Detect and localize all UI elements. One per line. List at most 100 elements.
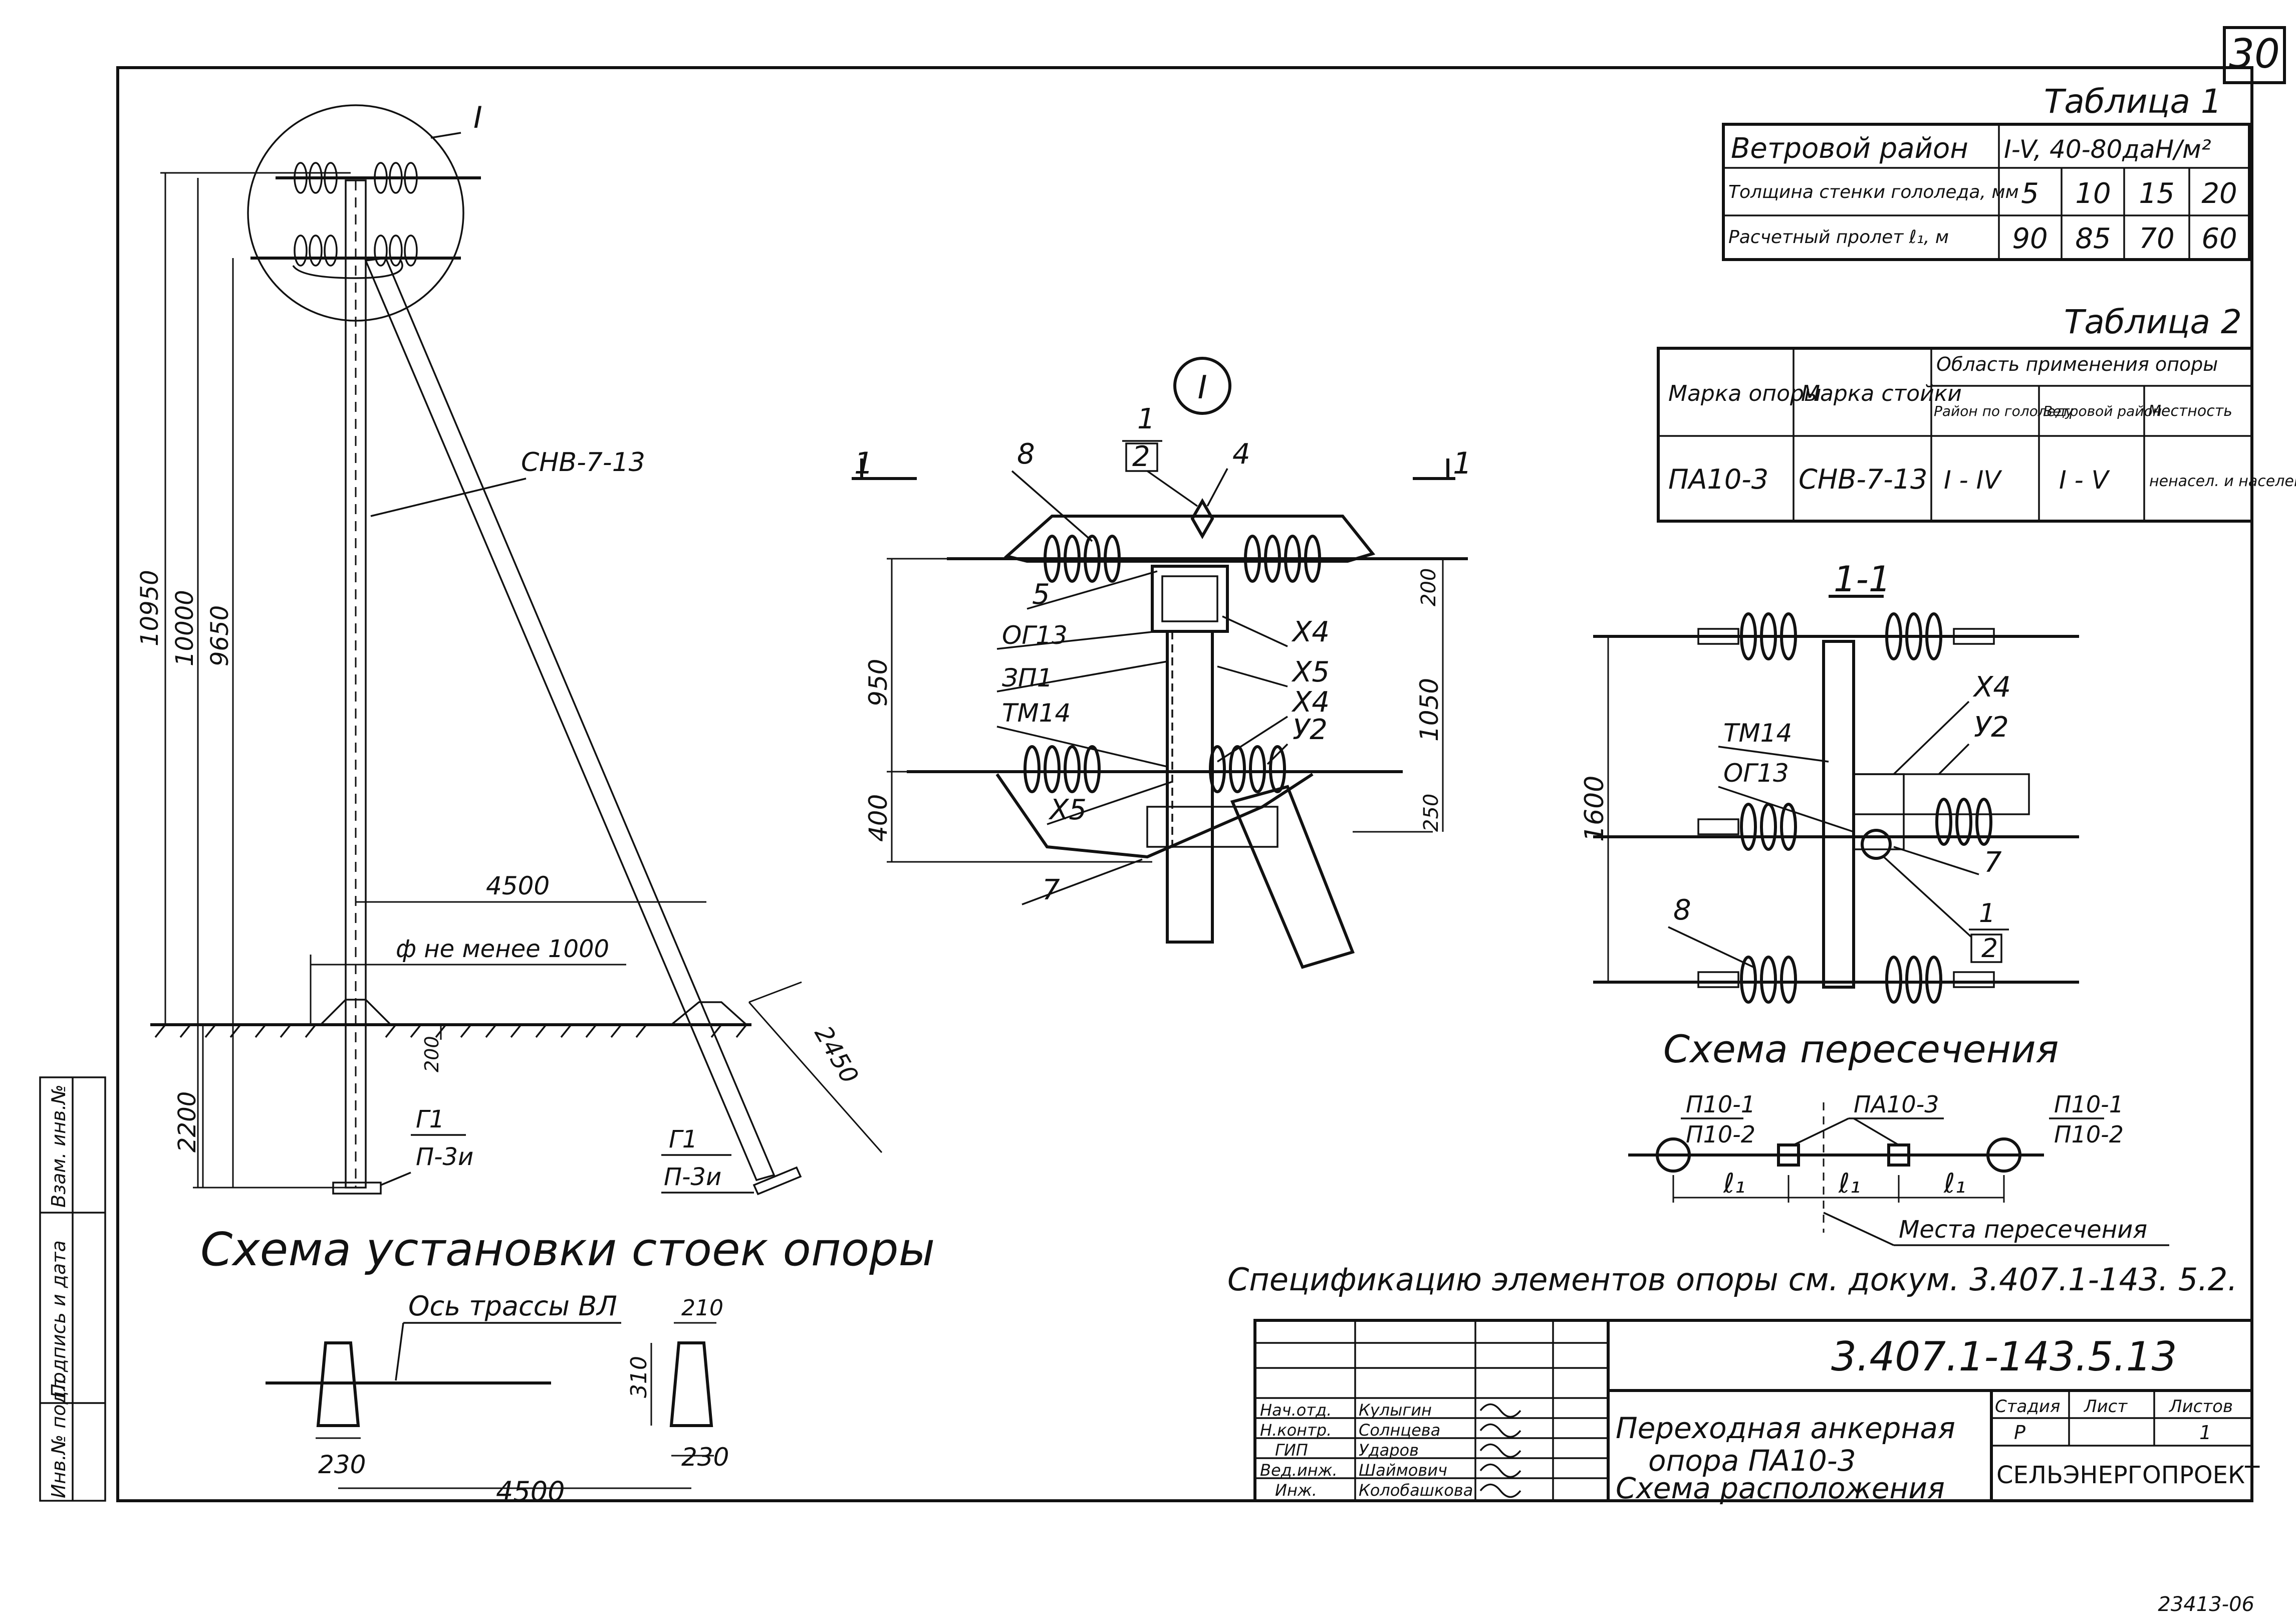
stamp-vzam: Взам. инв.№ <box>48 1084 70 1208</box>
role-2: ГИП <box>1275 1441 1308 1460</box>
detail-dim-400: 400 <box>864 794 893 842</box>
signatures <box>1479 1403 1521 1498</box>
detail-label-8: 8 <box>1017 438 1035 471</box>
section-label-x4: Х4 <box>1972 671 2011 704</box>
insulator-string-top <box>294 162 418 194</box>
stage-header-0: Стадия <box>1995 1397 2060 1417</box>
detail-label-7: 7 <box>1042 874 1060 906</box>
insulators-bottom <box>1024 745 1286 793</box>
table-1-row-2-v1: 85 <box>2075 222 2111 255</box>
detail-I-title: I <box>1198 369 1207 406</box>
detail-label-4: 4 <box>1232 438 1250 471</box>
detail-label-u2: У2 <box>1293 714 1328 746</box>
section-label-7: 7 <box>1984 846 2002 879</box>
section-insulators-bottom <box>1697 956 1995 1004</box>
dim-10950: 10950 <box>136 570 164 646</box>
dim-10000: 10000 <box>171 590 199 666</box>
insulators-top <box>1044 498 1321 583</box>
section-mark-left: 1 <box>854 446 873 481</box>
stage-header-2: Листов <box>2168 1397 2233 1417</box>
detail-I-callout <box>1173 357 1231 415</box>
crossing-label-p10-2-left: П10-2 <box>1686 1121 1755 1148</box>
table-2-header-2: Область применения опоры <box>1936 353 2218 375</box>
foot-label-g1-right: Г1 <box>669 1125 697 1153</box>
table-1-row-2-label: Расчетный пролет ℓ₁, м <box>1728 227 1949 248</box>
name-1: Солнцева <box>1359 1421 1440 1440</box>
section-label-8: 8 <box>1673 894 1691 927</box>
stamp-inv-podl: Инв.№ подл. <box>48 1373 70 1498</box>
plan-dim-310: 310 <box>626 1356 652 1398</box>
crossing-label-p10-1-right: П10-1 <box>2054 1091 2124 1118</box>
dim-200-ground: 200 <box>421 1036 443 1072</box>
crossing-label-p10-2-right: П10-2 <box>2054 1121 2124 1148</box>
name-2: Ударов <box>1359 1441 1419 1460</box>
detail-dim-200: 200 <box>1417 568 1440 606</box>
page-number: 30 <box>2229 31 2280 77</box>
title-line-0: Переходная анкерная <box>1616 1411 1955 1445</box>
table-2: Таблица 2 Марка опоры Марка стойки Облас… <box>1657 303 2296 523</box>
table-2-sub-1: Ветровой район <box>2043 403 2162 419</box>
section-label-1: 1 <box>1979 898 1995 929</box>
table-2-header-0: Марка опоры <box>1668 381 1822 406</box>
table-2-header-1: Марка стойки <box>1801 381 1962 406</box>
callout-I-label: I <box>473 100 482 135</box>
table-1-row-2-v3: 60 <box>2201 222 2237 255</box>
jumper-bottom <box>995 773 1314 859</box>
table-1-row-1-label: Толщина стенки гололеда, мм <box>1728 182 2019 202</box>
crossing-span-3: ℓ₁ <box>1943 1168 1966 1199</box>
pole-label: СНВ-7-13 <box>521 447 645 478</box>
detail-label-1: 1 <box>1137 403 1155 435</box>
plan-dim-230-right: 230 <box>681 1443 729 1472</box>
crossing-scheme: Схема пересечения П10-1 П10-2 ПА10-3 П10… <box>1628 1027 2169 1246</box>
detail-label-2: 2 <box>1132 440 1150 473</box>
stamp-podpis: Подпись и дата <box>48 1240 70 1398</box>
table-1-row-1-v2: 15 <box>2139 177 2174 210</box>
detail-label-tm14: ТМ14 <box>1002 699 1071 728</box>
section-label-tm14: ТМ14 <box>1723 719 1792 748</box>
name-0: Кулыгин <box>1359 1401 1432 1420</box>
dim-4500-top: 4500 <box>486 871 550 900</box>
plan-dim-230-left: 230 <box>318 1450 366 1479</box>
title-line-2: Схема расположения <box>1616 1471 1945 1505</box>
stage-header-1: Лист <box>2083 1397 2128 1417</box>
table-1-title: Таблица 1 <box>2044 82 2222 121</box>
plan-scheme: Ось трассы ВЛ 210 310 230 230 4500 <box>266 1290 729 1507</box>
side-stamp: Инв.№ подл. Подпись и дата Взам. инв.№ <box>39 1076 106 1502</box>
scheme-title: Схема установки стоек опоры <box>200 1223 935 1276</box>
dim-2450: 2450 <box>809 1021 864 1088</box>
table-1-row-1-v1: 10 <box>2075 177 2111 210</box>
title-block: 3.407.1-143.5.13 Нач.отд. Н.контр. ГИП В… <box>1253 1319 2260 1505</box>
section-label-og13: ОГ13 <box>1723 759 1789 788</box>
crossing-span-1: ℓ₁ <box>1723 1168 1745 1199</box>
table-1-row-2-v2: 70 <box>2139 222 2174 255</box>
insulator-string-bottom <box>294 235 418 267</box>
name-4: Колобашкова <box>1359 1481 1473 1500</box>
table-2-cell-1: СНВ-7-13 <box>1799 464 1927 495</box>
ground-hatch <box>154 1024 747 1038</box>
section-insulators-top <box>1697 612 1995 660</box>
table-2-sub-2: Местность <box>2148 402 2232 420</box>
plan-footing-right <box>669 1341 713 1427</box>
table-2-cell-4: ненасел. и населен. <box>2149 473 2296 490</box>
plan-axis-label: Ось трассы ВЛ <box>408 1290 617 1322</box>
detail-label-x4-bottom: Х4 <box>1291 686 1330 719</box>
section-1-1: 1-1 <box>1580 559 2079 1004</box>
role-1: Н.контр. <box>1260 1421 1332 1440</box>
plan-dim-4500: 4500 <box>496 1476 565 1507</box>
section-dim-1600: 1600 <box>1580 776 1610 842</box>
section-label-u2: У2 <box>1974 711 2009 744</box>
plan-footing-left <box>316 1341 360 1427</box>
table-1-row-0-label: Ветровой район <box>1731 132 1968 165</box>
crossing-title: Схема пересечения <box>1663 1027 2059 1071</box>
section-insulators-mid <box>1697 798 1992 851</box>
detail-dim-950: 950 <box>864 659 893 707</box>
title-line-1: опора ПА10-3 <box>1648 1444 1856 1478</box>
detail-I: I 1 1 <box>852 357 1472 969</box>
detail-dim-250: 250 <box>1420 794 1443 832</box>
foot-label-g1-left: Г1 <box>416 1105 444 1133</box>
table-1-row-1-v0: 5 <box>2021 177 2039 210</box>
table-2-cell-3: I - V <box>2059 466 2111 495</box>
section-label-2: 2 <box>1981 934 1998 964</box>
table-2-sub-0: Район по гололеду <box>1934 403 2074 419</box>
